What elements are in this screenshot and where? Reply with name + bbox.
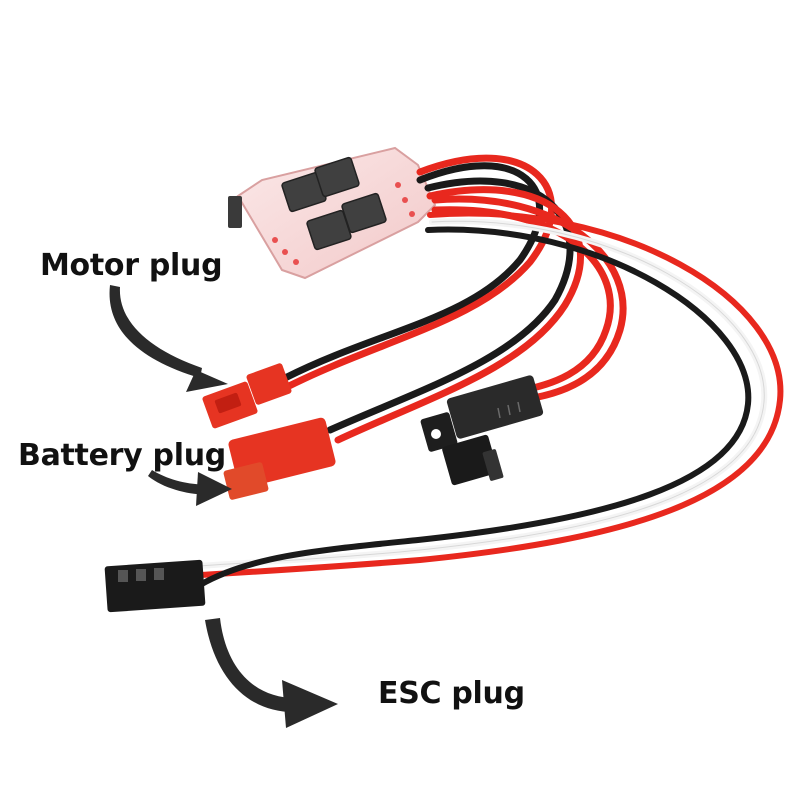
esc-wires [197,210,784,588]
battery-wires [326,177,585,444]
esc-board [228,146,437,280]
battery-plug-label: Battery plug [18,438,226,473]
arrow-esc [205,618,338,728]
board-switch [228,196,242,228]
motor-plug [202,363,292,429]
motor-plug-label: Motor plug [40,248,223,283]
esc-plug-label: ESC plug [378,676,525,711]
chip [341,192,387,234]
arrow-battery [148,470,232,506]
esc-servo-plug [104,559,206,613]
battery-plug [223,417,336,500]
chip [314,156,360,198]
motor-wires [281,154,556,392]
slide-switch [420,375,544,486]
arrow-motor [109,285,228,392]
